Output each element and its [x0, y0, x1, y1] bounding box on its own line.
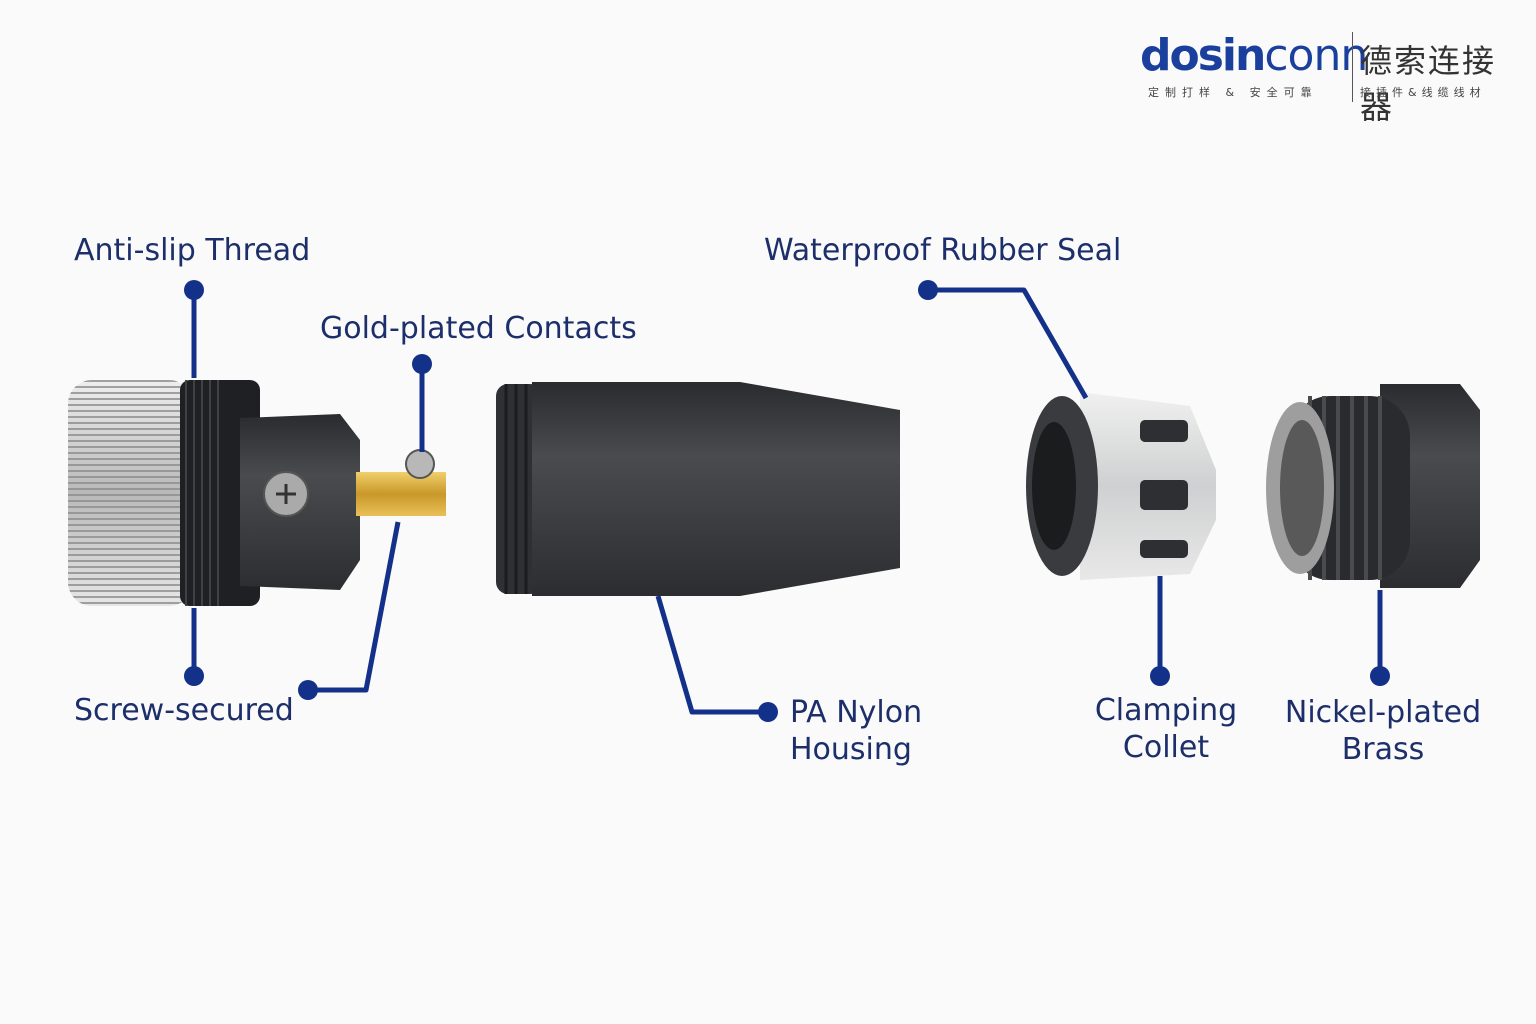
label-pa-nylon-line1: PA Nylon [790, 695, 923, 730]
label-gold-plated-contacts: Gold-plated Contacts [320, 311, 637, 346]
label-anti-slip-thread: Anti-slip Thread [74, 233, 311, 268]
leader-waterproof-rubber-seal [928, 287, 1089, 400]
label-screw-secured: Screw-secured [74, 693, 294, 728]
label-pa-nylon-line2: Housing [790, 732, 912, 767]
knurled-nut-texture [68, 380, 193, 606]
housing-body [532, 382, 900, 596]
nickel-brass-nut-part [1266, 384, 1480, 588]
label-nickel-plated-brass: Nickel-plated Brass [1278, 694, 1488, 768]
label-waterproof-rubber-seal: Waterproof Rubber Seal [764, 233, 1122, 268]
brand-name-cn: 德索连接器 [1360, 42, 1497, 126]
brand-name-en: dosinconn [1140, 30, 1368, 81]
label-nickel-line2: Brass [1341, 732, 1425, 767]
brand-name-bold: dosin [1140, 30, 1266, 81]
contact-screw [405, 449, 435, 479]
brand-tagline-right: 接插件&线缆线材 [1360, 86, 1486, 99]
front-plug-assembly [68, 380, 446, 606]
leader-dots [184, 280, 1390, 722]
leader-pa-nylon-housing [655, 595, 768, 715]
pa-nylon-housing-part [496, 382, 900, 596]
label-pa-nylon-housing: PA Nylon Housing [790, 694, 922, 768]
label-clamping-line2: Collet [1122, 730, 1210, 765]
clamping-collet-part [1026, 392, 1216, 580]
logo-divider [1352, 32, 1353, 102]
brand-name-thin: conn [1264, 30, 1368, 81]
leader-screw-secured-right [308, 521, 401, 693]
brand-tagline-left: 定制打样 & 安全可靠 [1148, 86, 1318, 99]
label-clamping-collet: Clamping Collet [1086, 692, 1246, 766]
thread-ring-grooves [185, 380, 219, 606]
label-clamping-line1: Clamping [1094, 693, 1238, 728]
label-nickel-line1: Nickel-plated [1284, 695, 1482, 730]
brand-logo: dosinconn 德索连接器 定制打样 & 安全可靠 接插件&线缆线材 [1140, 28, 1520, 126]
rubber-seal-opening [1032, 422, 1076, 550]
leader-lines [191, 287, 1383, 715]
gold-contact-block [356, 472, 446, 516]
